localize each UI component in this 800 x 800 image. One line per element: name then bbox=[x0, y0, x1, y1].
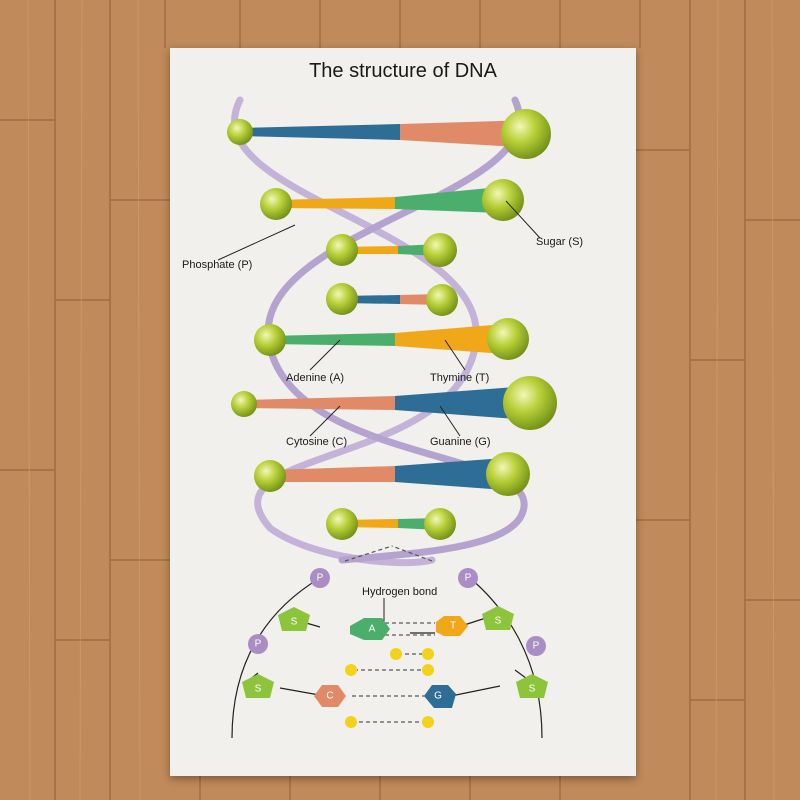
label-adenine: Adenine (A) bbox=[286, 372, 344, 384]
poster-title: The structure of DNA bbox=[170, 60, 636, 83]
dna-diagram: P P P P S S S S A T C G bbox=[170, 48, 636, 776]
hydrogen-dots bbox=[345, 648, 434, 728]
cytosine-node-letter: C bbox=[326, 691, 333, 702]
adenine-node-letter: A bbox=[369, 624, 376, 635]
phosphate-node-letter: P bbox=[317, 573, 324, 584]
label-sugar: Sugar (S) bbox=[536, 236, 583, 248]
sugar-node-letter: S bbox=[495, 616, 502, 627]
guanine-node-letter: G bbox=[434, 691, 442, 702]
label-cytosine: Cytosine (C) bbox=[286, 436, 347, 448]
phosphate-node-letter: P bbox=[465, 573, 472, 584]
base-shapes: A T C G bbox=[314, 616, 468, 708]
phosphate-node-letter: P bbox=[533, 641, 540, 652]
dna-poster-rug: P P P P S S S S A T C G bbox=[170, 48, 636, 776]
label-thymine: Thymine (T) bbox=[430, 372, 489, 384]
label-phosphate: Phosphate (P) bbox=[182, 259, 252, 271]
sugar-node-letter: S bbox=[255, 684, 262, 695]
phosphate-node-letter: P bbox=[255, 639, 262, 650]
sugar-node-letter: S bbox=[291, 617, 298, 628]
sugar-node-letter: S bbox=[529, 684, 536, 695]
thymine-node-letter: T bbox=[450, 621, 456, 632]
label-hydrogen-bond: Hydrogen bond bbox=[362, 586, 437, 598]
label-guanine: Guanine (G) bbox=[430, 436, 491, 448]
schematic-backbone bbox=[232, 578, 542, 738]
